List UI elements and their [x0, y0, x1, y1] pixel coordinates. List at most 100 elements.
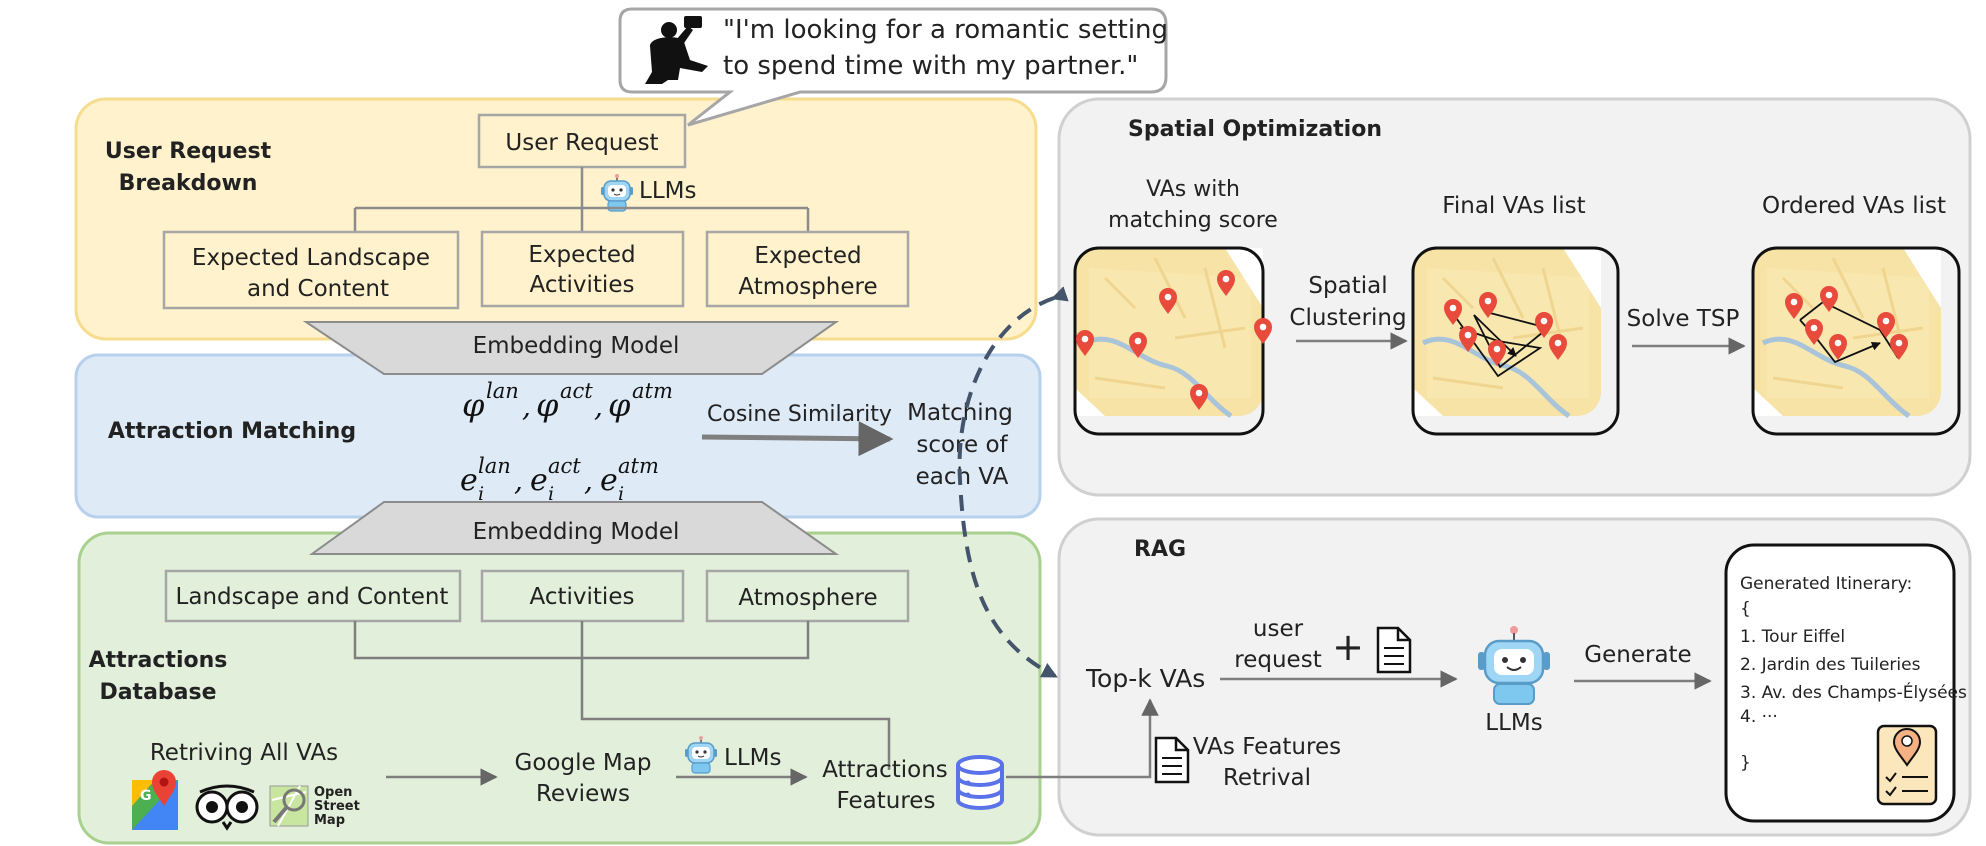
expected-atmosphere-box — [705, 230, 910, 308]
landscape-label: Landscape and Content — [176, 584, 449, 610]
spatial-title: Spatial Optimization — [1128, 117, 1382, 142]
user-request-line-2: request — [1234, 647, 1321, 673]
embedding-model-top-label: Embedding Model — [473, 333, 680, 359]
retrieval-document-icon — [1154, 736, 1190, 784]
svg-text:i: i — [548, 483, 554, 505]
expected-atmosphere-line-2: Atmosphere — [738, 274, 877, 300]
rag-title: RAG — [1134, 537, 1186, 562]
database-title-line-2: Database — [99, 680, 216, 705]
vas-score-line-2: matching score — [1108, 208, 1278, 233]
retrieving-label: Retriving All VAs — [150, 740, 338, 766]
quote-line-2: to spend time with my partner." — [723, 51, 1138, 81]
final-vas-title: Final VAs list — [1442, 193, 1585, 219]
plus-sign: + — [1332, 625, 1364, 669]
svg-text:,: , — [584, 464, 593, 497]
svg-text:lan: lan — [486, 379, 519, 403]
google-reviews-line-2: Reviews — [536, 781, 630, 807]
svg-text:Map: Map — [314, 813, 345, 828]
svg-text:atm: atm — [618, 454, 659, 478]
features-retrieval-line-2: Retrival — [1223, 765, 1311, 791]
features-to-topk-connector — [1006, 698, 1159, 779]
cosine-similarity-label: Cosine Similarity — [707, 402, 892, 427]
tsp-label: Solve TSP — [1627, 306, 1740, 332]
database-title-line-1: Attractions — [89, 648, 228, 673]
quote-line-1: "I'm looking for a romantic setting — [723, 15, 1168, 45]
itinerary-item: 4. ··· — [1740, 707, 1778, 727]
breakdown-tree-connector — [353, 167, 810, 232]
svg-text:atm: atm — [632, 379, 673, 403]
map-vas-ordered — [1753, 248, 1961, 436]
svg-text:,: , — [514, 464, 523, 497]
tripadvisor-icon — [195, 784, 259, 831]
vas-score-line-1: VAs with — [1146, 177, 1240, 202]
atmosphere-label: Atmosphere — [738, 585, 877, 611]
itinerary-icon — [1876, 724, 1938, 806]
map-vas-scored — [1075, 248, 1272, 436]
itinerary-close-brace: } — [1740, 753, 1751, 773]
svg-text:φ: φ — [462, 386, 485, 424]
openstreetmap-icon: Open Street Map — [269, 785, 360, 828]
itinerary-title: Generated Itinerary: — [1740, 574, 1912, 594]
expected-landscape-line-2: and Content — [247, 276, 389, 302]
features-retrieval-line-1: VAs Features — [1193, 734, 1341, 760]
google-maps-icon: G — [132, 770, 178, 830]
user-request-line-1: user — [1253, 616, 1304, 642]
activities-label: Activities — [530, 584, 635, 610]
generate-label: Generate — [1584, 642, 1691, 668]
expected-activities-box — [480, 230, 685, 308]
svg-text:Open: Open — [314, 785, 352, 800]
landscape-box — [164, 569, 462, 623]
expected-landscape-box — [162, 230, 460, 310]
breakdown-title-line-1: User Request — [105, 139, 272, 164]
breakdown-llms-label: LLMs — [639, 178, 696, 204]
svg-text:e: e — [460, 463, 478, 498]
svg-text:φ: φ — [608, 386, 631, 424]
database-tree-connector — [353, 621, 891, 770]
database-icon — [956, 755, 1004, 810]
matching-score-line-1: Matching — [907, 400, 1013, 426]
itinerary-item: 1. Tour Eiffel — [1740, 627, 1845, 647]
svg-text:lan: lan — [478, 454, 511, 478]
user-quote-bubble: "I'm looking for a romantic setting to s… — [618, 7, 1168, 127]
person-icon — [645, 16, 708, 84]
matching-score-line-3: each VA — [916, 464, 1009, 490]
rag-llms-label: LLMs — [1485, 710, 1542, 736]
itinerary-item: 2. Jardin des Tuileries — [1740, 655, 1921, 675]
user-request-box — [477, 113, 687, 169]
user-request-label: User Request — [505, 130, 658, 156]
dashed-flow-arrow — [957, 286, 1069, 678]
expected-activities-line-2: Activities — [530, 272, 635, 298]
itinerary-item: 3. Av. des Champs-Élysées — [1740, 681, 1967, 703]
expected-activities-line-1: Expected — [528, 242, 635, 268]
svg-text:Street: Street — [314, 799, 360, 814]
e-vectors: e lan i , e act i , e atm i — [460, 454, 659, 505]
expected-atmosphere-line-1: Expected — [754, 243, 861, 269]
attractions-features-line-1: Attractions — [822, 757, 948, 783]
matching-title: Attraction Matching — [108, 419, 356, 444]
ordered-vas-title: Ordered VAs list — [1762, 193, 1946, 219]
svg-text:act: act — [548, 454, 581, 478]
itinerary-open-brace: { — [1740, 599, 1751, 619]
breakdown-title-line-2: Breakdown — [119, 171, 258, 196]
phi-vectors: φ lan , φ act , φ atm — [462, 379, 673, 424]
svg-text:e: e — [600, 463, 618, 498]
embedding-model-bottom — [308, 501, 840, 555]
svg-text:G: G — [140, 788, 152, 804]
cosine-arrow — [701, 421, 894, 457]
svg-text:,: , — [594, 390, 603, 423]
svg-text:,: , — [522, 390, 531, 423]
clustering-line-2: Clustering — [1289, 305, 1406, 331]
embedding-model-bottom-label: Embedding Model — [473, 519, 680, 545]
document-icon — [1376, 626, 1412, 674]
svg-text:φ: φ — [536, 386, 559, 424]
svg-text:act: act — [560, 379, 593, 403]
itinerary-card: Generated Itinerary: { 1. Tour Eiffel 2.… — [1724, 543, 1967, 823]
attractions-features-line-2: Features — [837, 788, 936, 814]
database-llms-label: LLMs — [724, 745, 781, 771]
matching-score-line-2: score of — [916, 432, 1008, 458]
svg-text:e: e — [530, 463, 548, 498]
robot-icon — [1478, 626, 1550, 705]
expected-landscape-line-1: Expected Landscape — [192, 245, 430, 271]
svg-text:i: i — [478, 483, 484, 505]
